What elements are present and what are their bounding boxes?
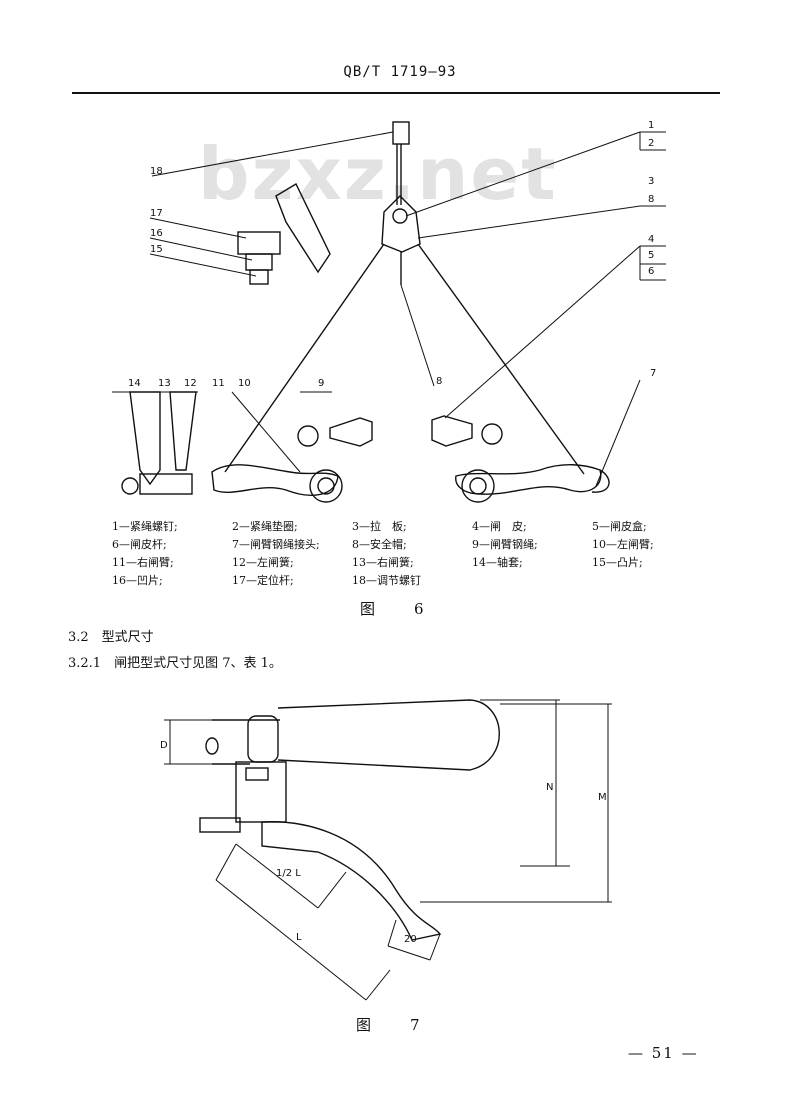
legend-entry: 14—轴套; [472, 556, 523, 569]
part-label: 11 [212, 378, 225, 389]
part-label: 1 [648, 120, 654, 131]
legend-entry: 2—紧绳垫圈; [232, 520, 298, 533]
header-rule [72, 92, 720, 94]
tension-screw-circle [392, 208, 408, 224]
part-label: 7 [650, 368, 656, 379]
part-label: 4 [648, 234, 654, 245]
positioning-rod [237, 231, 281, 255]
section-heading: 3.2 型式尺寸 [68, 630, 154, 645]
legend-entry: 15—凸片; [592, 556, 643, 569]
part-label: 16 [150, 228, 163, 239]
convex-washer [249, 269, 269, 285]
part-label: 13 [158, 378, 171, 389]
part-label: 2 [648, 138, 654, 149]
figure-6-legend: 1—紧绳螺钉; 2—紧绳垫圈; 3—拉 板; 4—闸 皮; 5—闸皮盒; 6—闸… [112, 518, 712, 590]
legend-entry: 7—闸臂钢绳接头; [232, 538, 320, 551]
dimension-d-label: D [160, 740, 168, 751]
dimension-m-label: M [598, 792, 607, 803]
brake-shoe-block [275, 183, 331, 274]
part-label: 6 [648, 266, 654, 277]
legend-entry: 18—调节螺钉 [352, 574, 421, 587]
part-label: 10 [238, 378, 251, 389]
clamp-screw [245, 767, 269, 781]
brake-cable-right [417, 243, 585, 475]
dimension-l-label: L [296, 932, 302, 943]
dimension-half-l-label: 1/2 L [276, 868, 301, 879]
cable-adjuster [199, 817, 241, 833]
spring-end-cap [121, 477, 139, 495]
dimension-20-label: 20 [404, 934, 417, 945]
legend-entry: 6—闸皮杆; [112, 538, 167, 551]
legend-entry: 9—闸臂钢绳; [472, 538, 538, 551]
part-label: 8 [436, 376, 442, 387]
left-shoe-bolt [297, 425, 319, 447]
legend-entry: 11—右闸臂; [112, 556, 174, 569]
figure-6-caption: 图 6 [360, 600, 436, 618]
part-label: 17 [150, 208, 163, 219]
adjusting-screw-head [392, 121, 410, 145]
concave-washer [245, 253, 273, 271]
part-label: 18 [150, 166, 163, 177]
part-label: 9 [318, 378, 324, 389]
lever-body [235, 761, 287, 823]
part-label: 8 [648, 194, 654, 205]
legend-entry: 12—左闸簧; [232, 556, 294, 569]
section-text: 3.2.1 闸把型式尺寸见图 7、表 1。 [68, 656, 282, 671]
legend-entry: 1—紧绳螺钉; [112, 520, 178, 533]
left-pivot-outer [309, 469, 343, 503]
legend-row: 11—右闸臂; 12—左闸簧; 13—右闸簧; 14—轴套; 15—凸片; [112, 554, 712, 572]
legend-entry: 5—闸皮盒; [592, 520, 647, 533]
part-label: 5 [648, 250, 654, 261]
left-brake-shoe [329, 417, 373, 447]
right-pivot-outer [461, 469, 495, 503]
right-shoe-bolt [481, 423, 503, 445]
legend-entry: 17—定位杆; [232, 574, 294, 587]
spring-coil [139, 473, 193, 495]
part-label: 12 [184, 378, 197, 389]
page-number: — 51 — [628, 1044, 699, 1062]
bushing-side [129, 391, 161, 486]
legend-entry: 8—安全帽; [352, 538, 407, 551]
legend-entry: 10—左闸臂; [592, 538, 654, 551]
lever-clamp [247, 715, 279, 763]
legend-entry: 4—闸 皮; [472, 520, 527, 533]
part-label: 15 [150, 244, 163, 255]
dimension-n-label: N [546, 782, 553, 793]
figure-6-drawing: 18 17 16 15 14 13 12 11 10 1 2 3 8 4 5 6… [112, 120, 666, 503]
spring-side [169, 391, 197, 471]
left-pivot-inner [317, 477, 335, 495]
right-brake-arm [455, 464, 602, 495]
cable-joint [591, 469, 610, 493]
legend-row: 6—闸皮杆; 7—闸臂钢绳接头; 8—安全帽; 9—闸臂钢绳; 10—左闸臂; [112, 536, 712, 554]
lever-blade [261, 821, 442, 941]
legend-entry: 16—凹片; [112, 574, 163, 587]
right-pivot-inner [469, 477, 487, 495]
standard-number-header: QB/T 1719—93 [343, 64, 457, 80]
part-label: 14 [128, 378, 141, 389]
handlebar-grip [277, 699, 500, 771]
legend-entry: 13—右闸簧; [352, 556, 414, 569]
watermark-text: bzxz.net [198, 132, 558, 216]
tension-plate [381, 195, 421, 253]
legend-entry: 3—拉 板; [352, 520, 407, 533]
figure-7-caption: 图 7 [356, 1016, 432, 1034]
handlebar-tube-end [205, 737, 219, 755]
brake-cable-left [224, 243, 385, 473]
part-label: 3 [648, 176, 654, 187]
legend-row: 1—紧绳螺钉; 2—紧绳垫圈; 3—拉 板; 4—闸 皮; 5—闸皮盒; [112, 518, 712, 536]
right-brake-shoe [431, 415, 473, 447]
legend-row: 16—凹片; 17—定位杆; 18—调节螺钉 [112, 572, 712, 590]
